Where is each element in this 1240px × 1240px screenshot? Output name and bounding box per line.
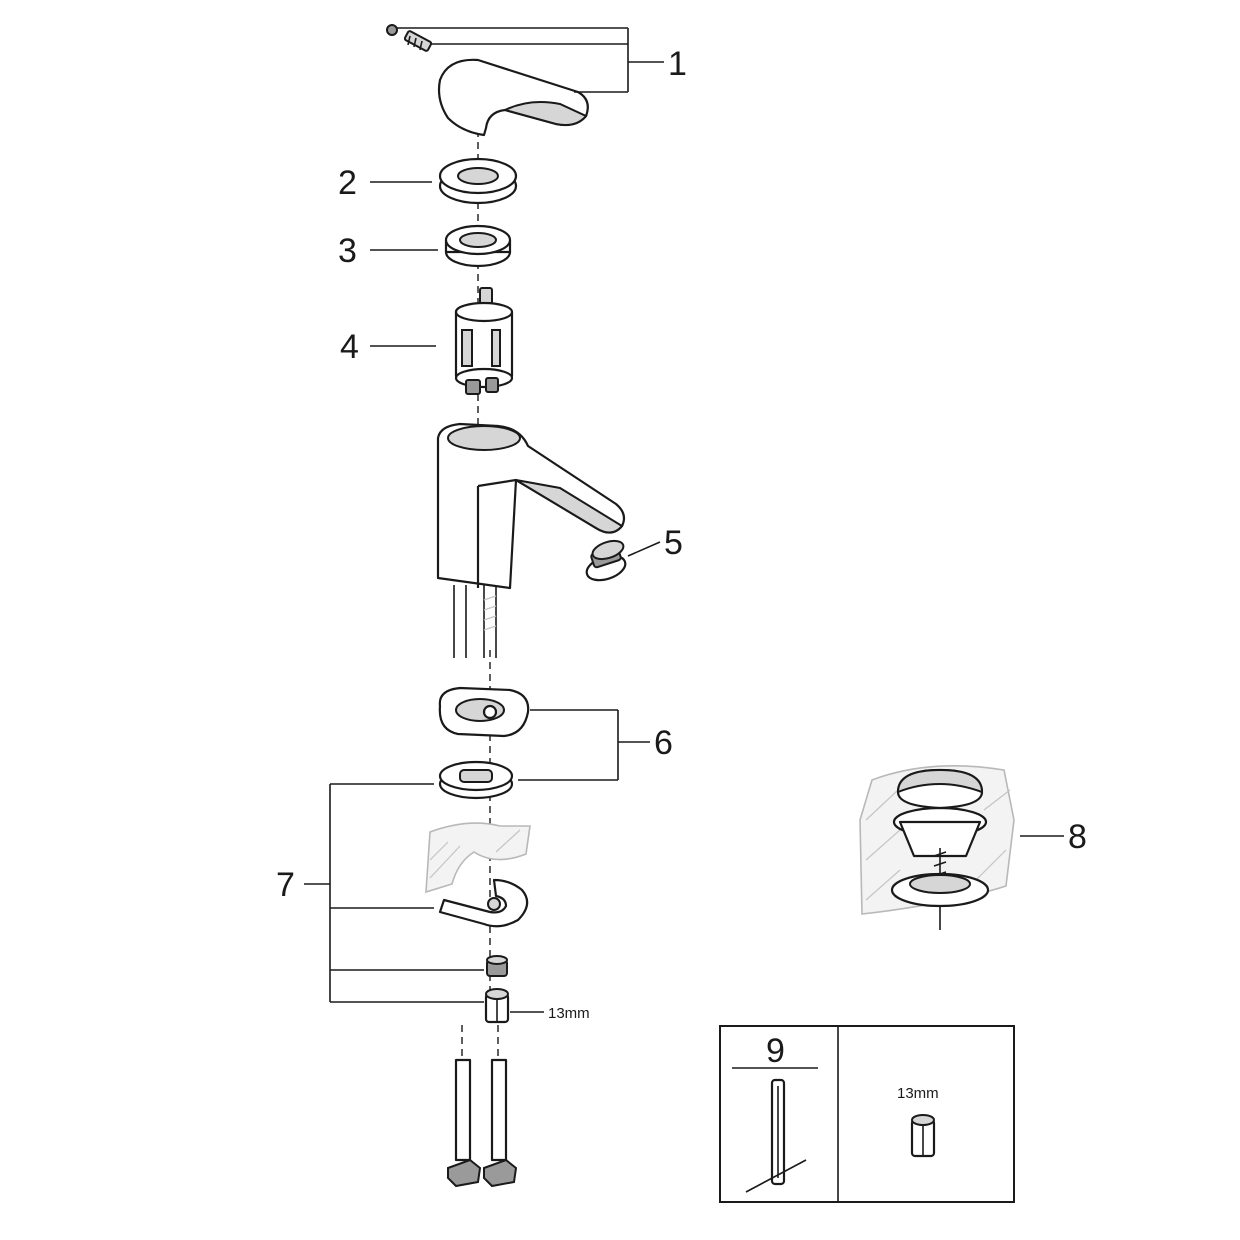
countertop-section <box>425 822 531 894</box>
cap-plug <box>386 24 398 36</box>
grub-screw <box>403 30 433 52</box>
socket-tool[interactable] <box>910 1114 936 1158</box>
callout-4-label: 4 <box>340 328 359 366</box>
cartridge-part[interactable] <box>454 287 514 395</box>
callout-6-leader <box>518 709 650 781</box>
callout-6-label: 6 <box>654 724 673 762</box>
callout-7-label: 7 <box>276 866 295 904</box>
callout-7-leader <box>304 783 484 1003</box>
nut-size-label: 13mm <box>548 1005 590 1022</box>
callout-1-leader <box>396 27 664 93</box>
handle-lever-face <box>502 101 588 126</box>
aerator-part[interactable] <box>584 537 629 584</box>
callout-5-label: 5 <box>664 524 683 562</box>
tools-box <box>719 1025 1015 1203</box>
tool-socket-size-label: 13mm <box>897 1085 939 1102</box>
threaded-sleeve-part[interactable] <box>486 955 508 977</box>
callout-2-label: 2 <box>338 164 357 202</box>
callout-1-label: 1 <box>668 45 687 83</box>
cover-ring-part[interactable] <box>438 157 518 205</box>
callout-8-label: 8 <box>1068 818 1087 856</box>
callout-9-label: 9 <box>766 1032 785 1070</box>
supply-hoses <box>447 1058 518 1188</box>
fixing-nut-part[interactable] <box>484 988 510 1024</box>
cartridge-nut-part[interactable] <box>444 224 512 268</box>
clamp-plate-part[interactable] <box>438 878 529 928</box>
gasket-part[interactable] <box>438 760 514 800</box>
callout-3-label: 3 <box>338 232 357 270</box>
t-wrench-tool[interactable] <box>745 1078 807 1193</box>
handle-part[interactable] <box>386 24 589 137</box>
callout-5-leader <box>627 541 661 557</box>
pop-up-waste-part[interactable] <box>859 764 1015 930</box>
mixer-body <box>436 422 626 658</box>
base-plate-part[interactable] <box>438 686 530 738</box>
